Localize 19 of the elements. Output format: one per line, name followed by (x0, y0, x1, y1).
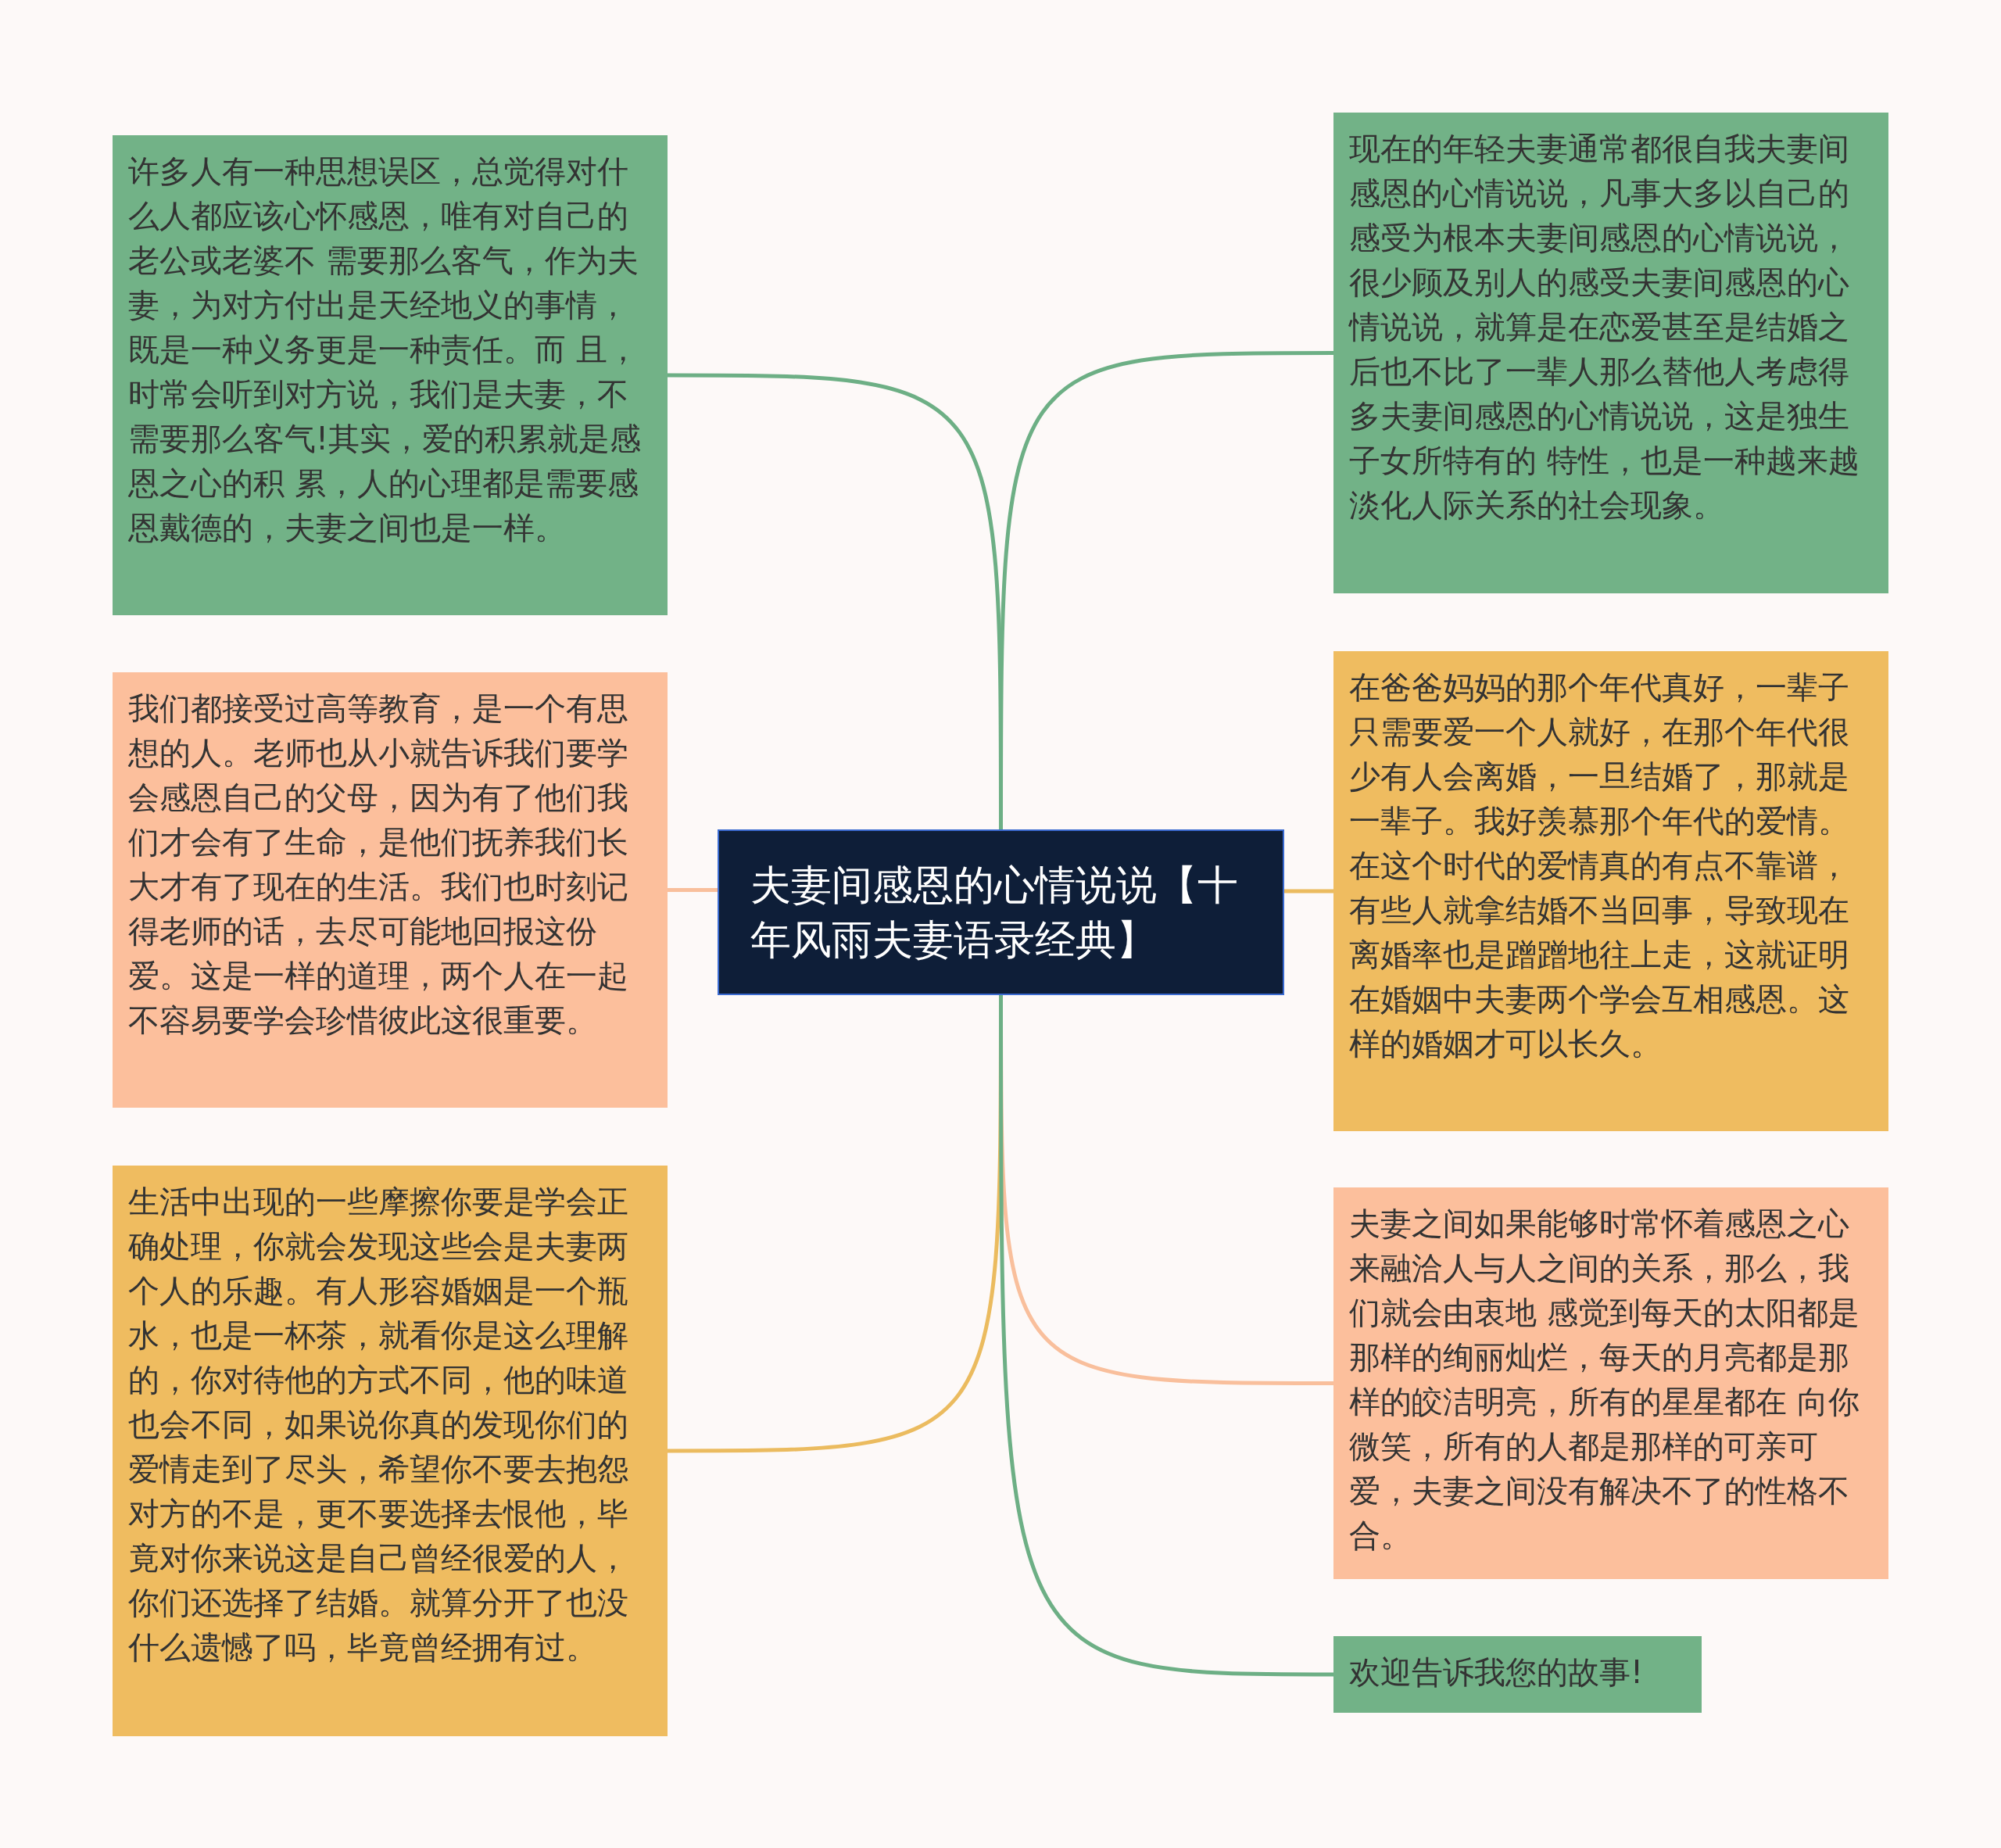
topic-text: 生活中出现的一些摩擦你要是学会正确处理，你就会发现这些会是夫妻两个人的乐趣。有人形容婚姻是一个瓶水，也是一杯茶，就看你是这么理解的，你对待他的方式不同，他的味道也会不同，如果说你真的发现你们的爱情走到了尽头，希望你不要去抱怨对方的不是，更不要选择去恨他，毕竟对你来说这是自己曾经很爱的人，你们还选择了结婚。就算分开了也没什么遗憾了吗，毕竟曾经拥有过。 (128, 1184, 628, 1665)
connector-line (668, 888, 718, 892)
topic-text: 现在的年轻夫妻通常都很自我夫妻间感恩的心情说说，凡事大多以自己的感受为根本夫妻间感恩的心情说说，很少顾及别人的感受夫妻间感恩的心情说说，就算是在恋爱甚至是结婚之后也不比了一辈人那么替他人考虑得多夫妻间感恩的心情说说，这是独生子女所特有的 特性，也是一种越来越淡化人际关系的社会现象。 (1349, 131, 1860, 523)
central-topic-box (718, 829, 1284, 995)
topic-box (113, 135, 668, 615)
topic-box (1333, 1636, 1702, 1713)
topic-box (113, 672, 668, 1108)
topic-text: 欢迎告诉我您的故事! (1349, 1654, 1644, 1690)
topic-text: 夫妻之间如果能够时常怀着感恩之心来融洽人与人之间的关系，那么，我们就会由衷地 感觉到每天的太阳都是那样的绚丽灿烂，每天的月亮都是那样的皎洁明亮，所有的星星都在 向你微笑，所有的人都是那样的可亲可爱，夫妻之间没有解决不了的性格不合。 (1349, 1205, 1860, 1553)
topic-box (1333, 1187, 1888, 1579)
topic-text: 在爸爸妈妈的那个年代真好，一辈子只需要爱一个人就好，在那个年代很少有人会离婚，一旦结婚了，那就是一辈子。我好羡慕那个年代的爱情。在这个时代的爱情真的有点不靠谱，有些人就拿结婚不当回事，导致现在离婚率也是蹭蹭地往上走，这就证明在婚姻中夫妻两个学会互相感恩。这样的婚姻才可以长久。 (1349, 669, 1849, 1062)
topic-box (1333, 651, 1888, 1131)
topic-box (113, 1166, 668, 1736)
central-topic-text: 夫妻间感恩的心情说说【十年风雨夫妻语录经典】 (750, 861, 1239, 965)
topic-box (1333, 113, 1888, 593)
topic-text: 我们都接受过高等教育，是一个有思想的人。老师也从小就告诉我们要学会感恩自己的父母，因为有了他们我们才会有了生命，是他们抚养我们长大才有了现在的生活。我们也时刻记得老师的话，去尽可能地回报这份爱。这是一样的道理，两个人在一起不容易要学会珍惜彼此这很重要。 (128, 690, 628, 1038)
topic-text: 许多人有一种思想误区，总觉得对什么人都应该心怀感恩，唯有对自己的老公或老婆不 需要那么客气，作为夫妻，为对方付出是天经地义的事情，既是一种义务更是一种责任。而 且，时常会听到对方说，我们是夫妻，不需要那么客气!其实，爱的积累就是感恩之心的积 累，人的心理都是需要感恩戴德的，夫妻之间也是一样。 (128, 153, 642, 546)
connector-line (1284, 889, 1333, 894)
connector-line (999, 995, 1333, 1677)
